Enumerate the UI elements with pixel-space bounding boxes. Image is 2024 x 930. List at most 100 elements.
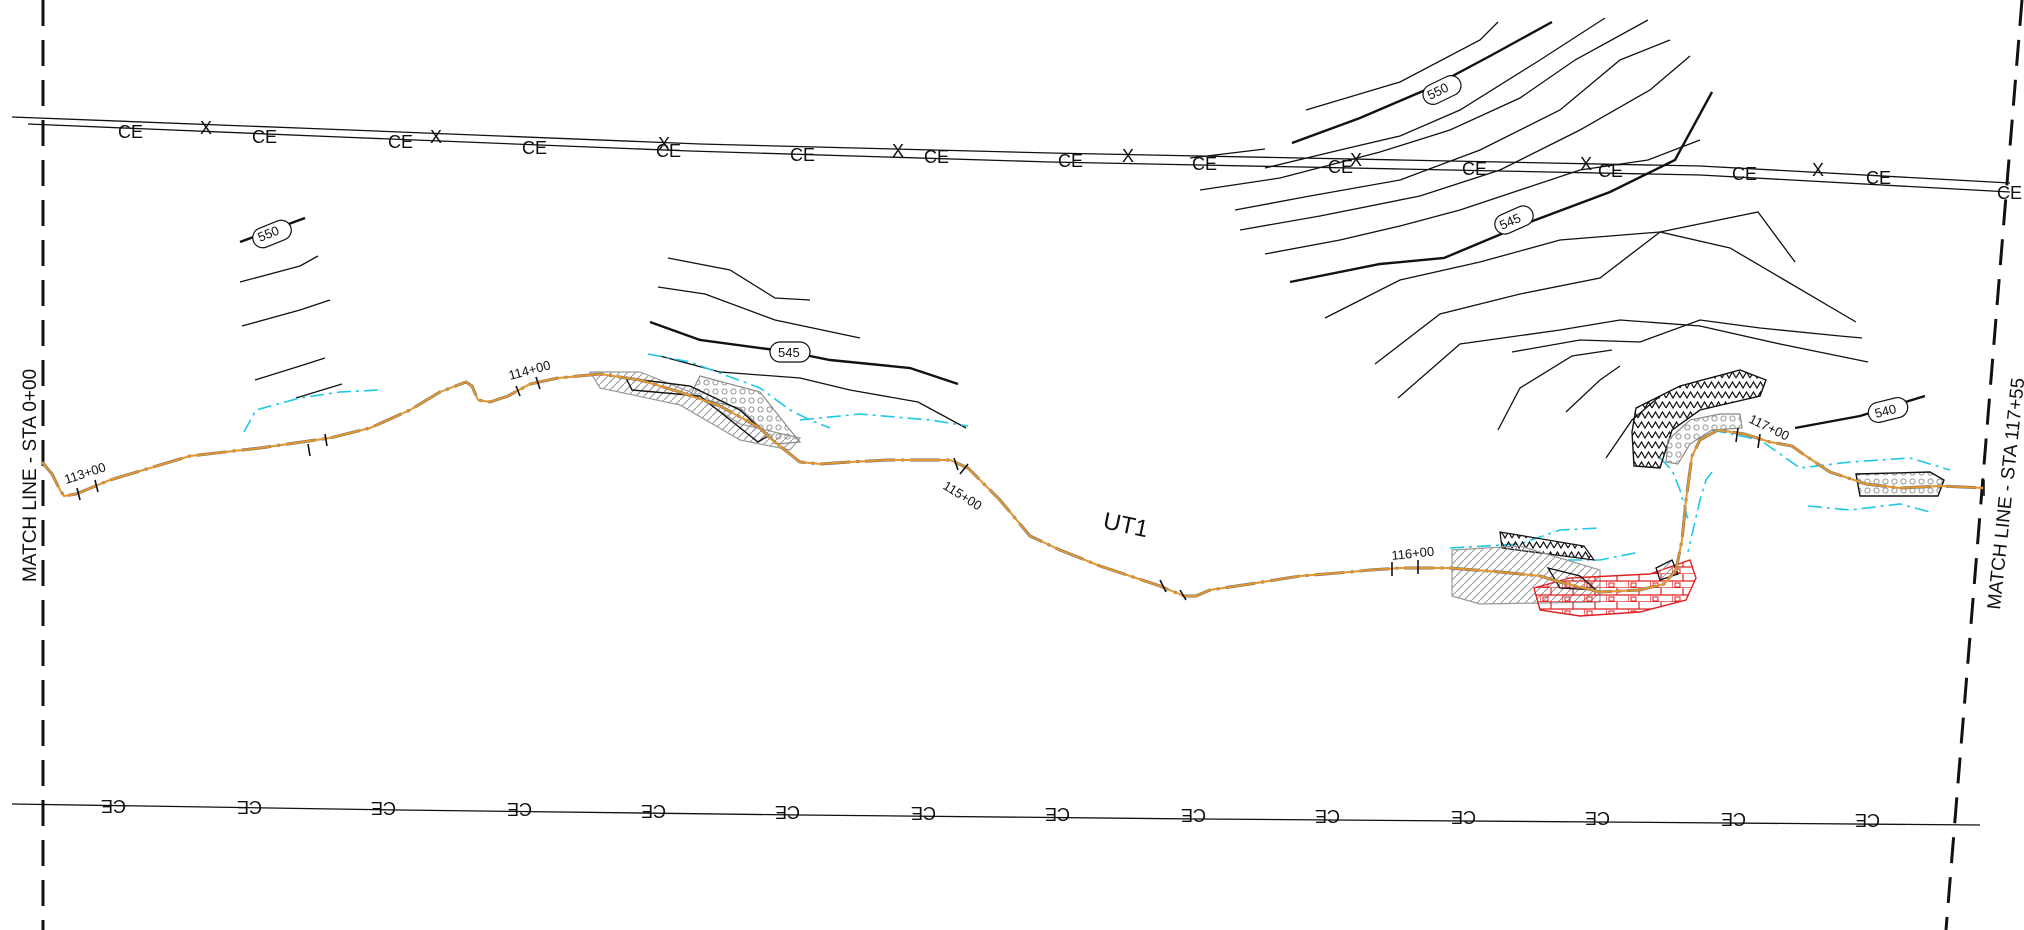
easement-bottom: CE CE CE CE CE CE CE CE CE CE CE CE CE C… <box>11 796 1981 830</box>
fence-x-mark: X <box>430 127 442 147</box>
station-tick <box>94 479 99 493</box>
contour-line <box>241 299 331 327</box>
contour-label-box <box>1422 75 1462 105</box>
stream-centerline <box>41 372 1985 597</box>
ce-tag: CE <box>790 145 815 165</box>
contour-label-box <box>769 341 811 363</box>
floodplain-line <box>647 353 831 429</box>
ce-tag: CE <box>656 141 681 161</box>
station-tick <box>1179 589 1187 601</box>
fence-line-top <box>11 116 2011 184</box>
station-tick <box>515 385 521 397</box>
ce-tag: CE <box>522 138 547 158</box>
station-label: 117+00 <box>1747 411 1792 443</box>
contour-line <box>1565 365 1621 413</box>
contour-line <box>295 383 343 399</box>
contour-line <box>657 286 861 339</box>
contour-line <box>1305 21 1499 111</box>
contour-line <box>1397 319 1869 399</box>
ce-tag-inverted: CE <box>371 798 396 818</box>
contour-line <box>649 320 959 386</box>
structure-zigzag-hatch <box>1499 531 1596 561</box>
floodplain-line <box>1568 551 1641 561</box>
floodplain-line <box>1659 457 1689 521</box>
station-tick <box>307 443 311 457</box>
fence-x-mark: X <box>658 134 670 154</box>
station-tick <box>76 487 81 501</box>
fence-x-mark: X <box>1350 150 1362 170</box>
easement-tags-top: CE CE CE CE CE CE CE CE CE CE CE CE CE C… <box>118 118 2022 203</box>
ce-tag-inverted: CE <box>1315 806 1340 826</box>
contour-line <box>667 257 811 301</box>
ce-tag: CE <box>1462 159 1487 179</box>
station-tick <box>959 463 969 475</box>
fence-x-mark: X <box>1122 146 1134 166</box>
floodplain-line <box>1687 471 1713 553</box>
ce-tag: CE <box>1866 168 1891 188</box>
contour-label-box <box>1867 396 1909 424</box>
ce-tag: CE <box>118 122 143 142</box>
contour-line <box>239 255 319 283</box>
fence-x-mark: X <box>892 141 904 161</box>
contour-line <box>254 357 326 381</box>
ce-tag: CE <box>1192 154 1217 174</box>
contour-line <box>1497 349 1613 431</box>
contour-label-box <box>252 219 292 249</box>
station-label: 116+00 <box>1391 544 1435 563</box>
contour-line <box>1324 211 1796 319</box>
ce-tag-inverted: CE <box>775 802 800 822</box>
floodplain-line <box>1711 429 1951 471</box>
match-line-left-label: MATCH LINE - STA 0+00 <box>20 369 41 582</box>
contour-label: 540 <box>1873 401 1898 421</box>
easement-line-top <box>27 123 2011 193</box>
structure-zigzag-hatch <box>1631 369 1767 469</box>
ce-tag-inverted: CE <box>1721 809 1746 829</box>
floodplain-line <box>243 389 381 433</box>
contour-line <box>1291 20 1553 145</box>
easement-and-fence-top <box>11 116 2011 193</box>
floodplain-limits <box>243 353 1951 561</box>
structure-circle-hatch <box>1665 413 1743 465</box>
easement-fork <box>1189 148 1266 159</box>
stream-alignment <box>40 372 1985 601</box>
station-tick <box>535 376 541 390</box>
station-ticks <box>76 376 1985 601</box>
station-tick <box>953 457 959 471</box>
easement-line-bottom <box>11 803 1981 826</box>
station-tick <box>1735 427 1739 443</box>
ce-tag-inverted: CE <box>101 796 126 816</box>
ce-tag: CE <box>924 147 949 167</box>
ce-tag-inverted: CE <box>1045 804 1070 824</box>
contour-line <box>1199 19 1649 191</box>
ce-tag-inverted: CE <box>1585 808 1610 828</box>
contour-line <box>1234 39 1671 211</box>
ce-tag: CE <box>252 127 277 147</box>
floodplain-line <box>799 413 969 427</box>
contour-label-box <box>1494 205 1534 235</box>
reach-label: UT1 <box>1101 507 1151 543</box>
ce-tag: CE <box>1732 164 1757 184</box>
ce-tag-inverted: CE <box>507 799 532 819</box>
floodplain-line <box>1807 503 1931 513</box>
match-lines: MATCH LINE - STA 0+00 MATCH LINE - STA 1… <box>20 0 2024 930</box>
fence-x-mark: X <box>200 118 212 138</box>
floodplain-line <box>1449 527 1601 549</box>
ce-tag: CE <box>1328 157 1353 177</box>
fence-x-mark: X <box>1580 154 1592 174</box>
contour-line <box>1264 139 1701 255</box>
structure-black-outline <box>624 377 770 443</box>
match-line-right <box>1944 0 2024 930</box>
ce-tag-inverted: CE <box>1855 810 1880 830</box>
station-label: 115+00 <box>940 478 984 513</box>
contour-line <box>1239 55 1691 231</box>
contour-line <box>1374 231 1857 365</box>
ce-tag: CE <box>1997 183 2022 203</box>
ce-tag-inverted: CE <box>237 797 262 817</box>
contours-left: 550 545 <box>239 216 967 429</box>
match-line-right-label: MATCH LINE - STA 117+55 <box>1984 377 2024 611</box>
station-tick <box>1757 433 1761 449</box>
station-tick <box>1159 579 1167 593</box>
contour-line <box>1264 17 1606 169</box>
station-tick <box>324 433 328 447</box>
